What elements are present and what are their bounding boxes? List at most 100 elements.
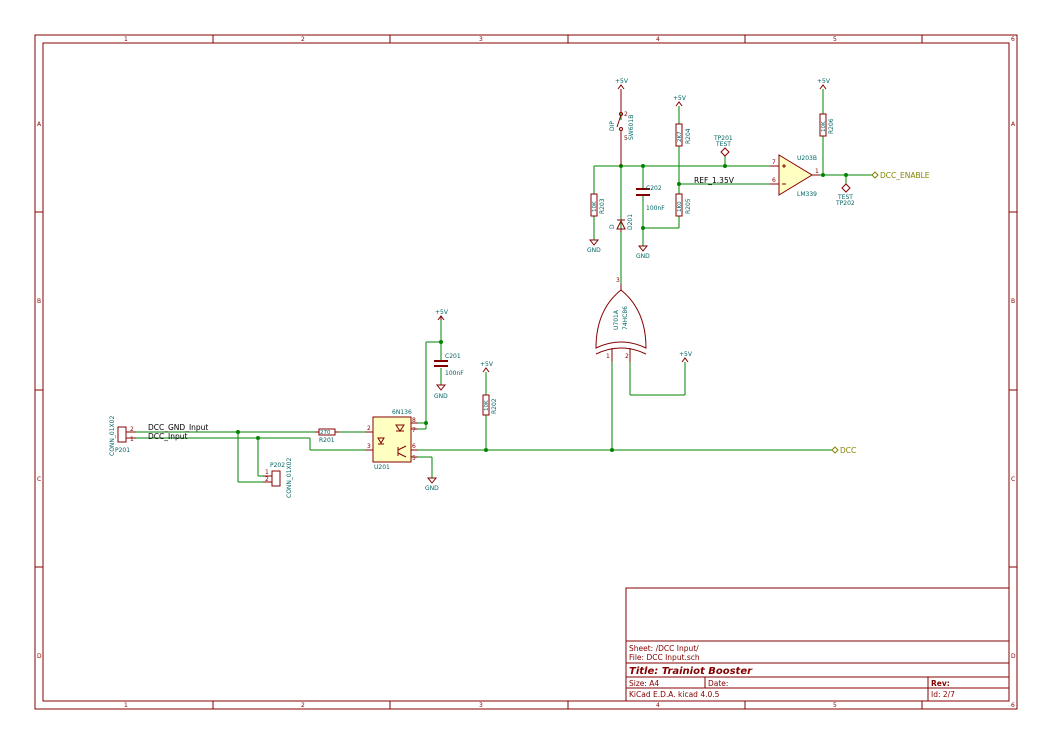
col-label-bottom: 5	[833, 702, 837, 709]
pin-number: 6	[772, 177, 776, 184]
col-label-top: 3	[479, 36, 483, 43]
pin-number: 2	[265, 476, 269, 483]
pin-number: 7	[772, 159, 776, 166]
sheet-id: Id: 2/7	[931, 690, 955, 699]
value-r203: 10K	[592, 201, 598, 212]
pin-number: 1	[606, 353, 610, 360]
capacitor-c201: C201 100nF	[434, 353, 464, 377]
resistor-r201: 270 R201	[315, 428, 339, 444]
testpoint-tp201: TP201 TEST	[713, 135, 733, 157]
value-p201: CONN_01X02	[109, 416, 116, 456]
grid-labels: 1 2 3 4 5 6 1 2 3 4 5 6 A B C D A B C D	[37, 36, 1016, 709]
net-label: DCC_GND_Input	[148, 423, 208, 432]
col-label-bottom: 4	[656, 702, 660, 709]
row-label-right: D	[1011, 653, 1016, 660]
dip-switch-sw601b: 2 5 SW601B DIP	[609, 95, 635, 166]
row-label-right: B	[1011, 298, 1015, 305]
ref-p202: P202	[270, 462, 285, 469]
pin-number: 2	[624, 111, 628, 118]
row-label-left: C	[37, 476, 41, 483]
row-label-right: A	[1011, 121, 1016, 128]
net-label: REF_1.35V	[694, 176, 735, 185]
value-sw601b: DIP	[609, 121, 616, 131]
col-label-top: 6	[1011, 36, 1015, 43]
value-r206: 10K	[821, 121, 827, 132]
pin-number: 6	[412, 443, 416, 450]
ref-p201: P201	[115, 447, 130, 454]
global-label-text: DCC	[840, 446, 856, 455]
resistor-r206: 10K R206	[819, 113, 835, 137]
power-label: +5V	[615, 78, 629, 85]
value-r205: 1K0	[677, 201, 683, 212]
row-label-right: C	[1011, 476, 1015, 483]
ref-r203: R203	[599, 198, 606, 214]
value-c201: 100nF	[445, 370, 464, 377]
resistor-r205: 1K0 R205	[675, 193, 692, 217]
ref-r204: R204	[685, 128, 692, 144]
ref-c202: C202	[646, 185, 662, 192]
pin-number: 2	[625, 353, 629, 360]
col-label-bottom: 2	[301, 702, 305, 709]
pin-number: 1	[265, 469, 269, 476]
global-label-text: DCC_ENABLE	[880, 171, 930, 180]
sheet-name: Sheet: /DCC Input/	[629, 644, 699, 653]
pin-number: 1	[815, 168, 819, 175]
junctions	[236, 164, 848, 452]
power-label: GND	[434, 393, 448, 400]
value-p202: CONN_01X02	[286, 458, 293, 498]
resistor-r203: 10K R203	[590, 193, 606, 217]
pin-number: 3	[616, 277, 620, 284]
col-label-bottom: 3	[479, 702, 483, 709]
ref-r205: R205	[685, 198, 692, 214]
col-label-bottom: 1	[124, 702, 128, 709]
connector-p202: 1 2 P202 CONN_01X02	[263, 458, 293, 498]
power-symbols: +5V GND +5V GND +5V +5V GND GND +5V +5V	[425, 78, 831, 492]
ref-u201: U201	[374, 464, 390, 471]
sheet-frame	[34, 34, 1018, 710]
sheet-size: Size: A4	[629, 679, 659, 688]
value-r201: 270	[320, 430, 331, 436]
pin-number: 7	[412, 427, 416, 434]
value-tp201: TEST	[715, 141, 731, 148]
col-label-top: 5	[833, 36, 837, 43]
testpoint-tp202: TEST TP202	[835, 183, 855, 207]
ref-tp202: TP202	[835, 200, 855, 207]
resistor-r204: 2K7 R204	[675, 123, 692, 147]
ref-sw601b: SW601B	[628, 115, 635, 140]
ref-r206: R206	[828, 118, 835, 134]
pin-number: 5	[624, 135, 628, 142]
row-label-left: D	[37, 653, 42, 660]
pin-number: 2	[367, 425, 371, 432]
power-label: GND	[587, 247, 601, 254]
power-label: GND	[425, 485, 439, 492]
net-label: DCC_Input	[148, 432, 187, 441]
power-label: +5V	[679, 351, 693, 358]
row-label-left: A	[37, 121, 42, 128]
diode-d201: D D201	[609, 214, 634, 232]
pin-number: 2	[130, 426, 134, 433]
pin-number: 8	[412, 417, 416, 424]
resistor-r202: 10K R202	[482, 394, 498, 416]
ref-r202: R202	[491, 398, 498, 414]
global-label-dcc-enable: DCC_ENABLE	[871, 171, 930, 180]
col-label-bottom: 6	[1011, 702, 1015, 709]
ref-r201: R201	[319, 437, 335, 444]
ref-u203b: U203B	[797, 155, 817, 162]
xor-gate-u701a: 1 2 3 U701A 74HC86	[595, 277, 647, 362]
ref-c201: C201	[445, 353, 461, 360]
drawing-title: Title: Trainiot Booster	[629, 666, 753, 677]
value-r204: 2K7	[677, 131, 683, 142]
col-label-top: 1	[124, 36, 128, 43]
pin-number: 5	[412, 455, 416, 462]
ref-d201: D201	[627, 214, 634, 230]
pin-number: 1	[130, 436, 134, 443]
title-block: Sheet: /DCC Input/ File: DCC Input.sch T…	[625, 587, 1010, 702]
value-tp202: TEST	[837, 194, 853, 201]
comparator-u203b: 7 6 1 U203B LM339	[770, 154, 820, 198]
value-u201: 6N136	[392, 409, 412, 416]
file-name: File: DCC Input.sch	[629, 653, 700, 662]
tool-version: KiCad E.D.A. kicad 4.0.5	[629, 690, 720, 699]
pin-number: 3	[367, 443, 371, 450]
